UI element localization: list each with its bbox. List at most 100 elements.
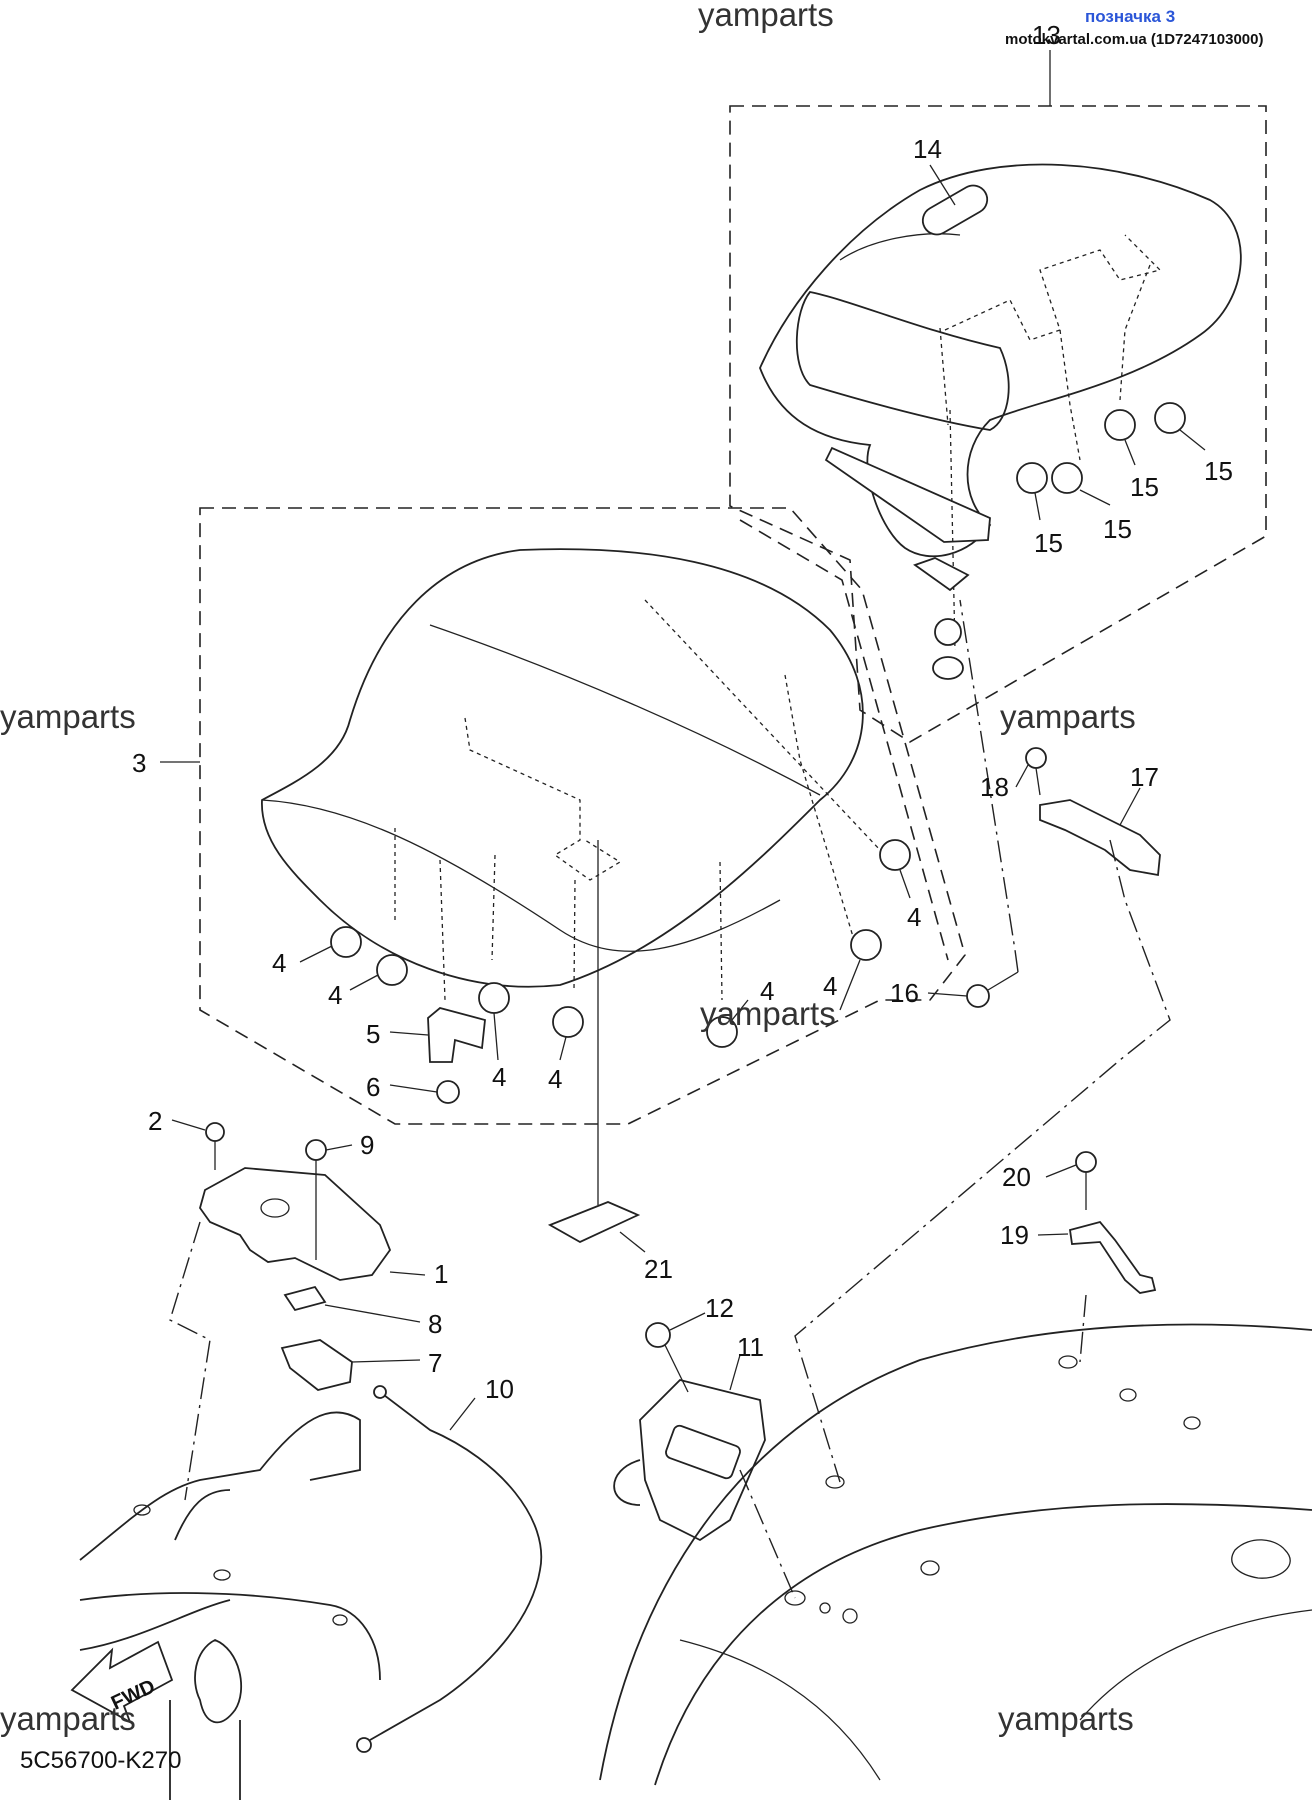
rear-seat-hidden-line-3 bbox=[1059, 329, 1081, 461]
nut-6 bbox=[436, 1080, 460, 1104]
bracket-17 bbox=[1039, 799, 1161, 877]
front-seat-ridge bbox=[429, 624, 821, 796]
callout-4g: 4 bbox=[907, 902, 921, 932]
fwd-arrow-shape bbox=[70, 1640, 174, 1724]
front-seat-body bbox=[261, 548, 864, 988]
leader-8 bbox=[324, 1304, 421, 1323]
fender-inner-curve bbox=[679, 1639, 881, 1781]
leader-9 bbox=[325, 1144, 353, 1151]
leader-12 bbox=[669, 1312, 706, 1331]
frame-hole-1 bbox=[133, 1504, 151, 1516]
frame-rail-2 bbox=[79, 1592, 381, 1681]
leader-15a bbox=[1034, 492, 1041, 521]
callout-14: 14 bbox=[913, 134, 942, 164]
grommet-15c bbox=[1104, 409, 1136, 441]
rear-seat-hidden-line-2 bbox=[1119, 264, 1151, 401]
bracket-5 bbox=[427, 1007, 486, 1063]
lock-plate-1 bbox=[199, 1167, 392, 1281]
assembly-reference-lines bbox=[169, 599, 1171, 1599]
front-seat-hidden-line-7 bbox=[719, 861, 723, 1001]
fender-hole-1 bbox=[1058, 1355, 1078, 1369]
front-seat-hidden-line-5 bbox=[491, 854, 496, 961]
callout-19: 19 bbox=[1000, 1220, 1029, 1250]
callout-1: 1 bbox=[434, 1259, 448, 1289]
callout-21: 21 bbox=[644, 1254, 673, 1284]
bolt-12-head bbox=[645, 1322, 671, 1348]
lock-plate-hole bbox=[260, 1198, 290, 1218]
front-seat-hidden-line-4 bbox=[439, 859, 446, 1001]
leader-20 bbox=[1045, 1164, 1077, 1178]
leader-4g bbox=[899, 869, 911, 899]
bolt-20-head bbox=[1075, 1151, 1097, 1173]
callout-15a: 15 bbox=[1034, 528, 1063, 558]
front-seat-hidden-frame bbox=[464, 717, 622, 881]
seat-lock-plate-group bbox=[199, 1122, 392, 1391]
fender-hole-6 bbox=[784, 1590, 806, 1606]
callout-16: 16 bbox=[890, 978, 919, 1008]
callout-11: 11 bbox=[737, 1332, 764, 1362]
frame-hole-3 bbox=[332, 1614, 348, 1626]
watermark-bottom-left: yamparts bbox=[0, 1700, 136, 1737]
leader-15b bbox=[1079, 489, 1111, 506]
rear-seat-hidden-line-1 bbox=[939, 327, 949, 426]
callout-17: 17 bbox=[1130, 762, 1159, 792]
grommet-15b bbox=[1051, 462, 1083, 494]
callout-4a: 4 bbox=[272, 948, 286, 978]
rear-seat-top-edge bbox=[839, 233, 961, 261]
front-seat-hidden-line-6 bbox=[573, 879, 576, 991]
rear-seat-boundary-inner bbox=[739, 519, 949, 961]
callout-6: 6 bbox=[366, 1072, 380, 1102]
nut-9 bbox=[305, 1139, 327, 1161]
leader-4e bbox=[731, 999, 749, 1021]
leader-10 bbox=[449, 1397, 476, 1431]
frame-hole-2 bbox=[213, 1569, 231, 1581]
header-source: motokvartal.com.ua (1D7247103000) bbox=[1005, 31, 1263, 48]
frame-rail-4 bbox=[174, 1489, 231, 1541]
washer-8 bbox=[283, 1285, 327, 1312]
frame-rail-3 bbox=[79, 1599, 231, 1651]
leader-2 bbox=[171, 1119, 206, 1131]
bolt-16-shaft bbox=[987, 971, 1019, 991]
fender-rib bbox=[1079, 1609, 1312, 1721]
leader-15d bbox=[1179, 429, 1206, 451]
front-seat-side-edge bbox=[261, 799, 781, 952]
fender-hole-7 bbox=[819, 1602, 831, 1614]
cable-10 bbox=[369, 1391, 543, 1741]
rear-fender bbox=[599, 1323, 1312, 1786]
leader-4c bbox=[493, 1012, 499, 1061]
callout-7: 7 bbox=[428, 1348, 442, 1378]
grab-handle bbox=[921, 184, 989, 236]
rear-bracket-plate bbox=[824, 446, 991, 543]
leader-4a bbox=[299, 945, 333, 963]
cable-end-lower bbox=[356, 1737, 372, 1753]
ref-line-bolt-16 bbox=[959, 599, 1019, 973]
front-seat-bracket bbox=[427, 1007, 486, 1104]
rear-bracket-axis bbox=[949, 409, 956, 651]
fender-hole-8 bbox=[842, 1608, 858, 1624]
rear-grommets bbox=[1016, 402, 1186, 494]
rear-collar bbox=[932, 656, 964, 680]
lock-hook bbox=[613, 1459, 641, 1506]
grommet-4f bbox=[850, 929, 882, 961]
callout-12: 12 bbox=[705, 1293, 734, 1323]
callout-4d: 4 bbox=[548, 1064, 562, 1094]
fender-hole-5 bbox=[920, 1560, 940, 1576]
callout-8: 8 bbox=[428, 1309, 442, 1339]
fender-hole-4 bbox=[825, 1475, 845, 1489]
rear-seat-body bbox=[759, 163, 1242, 558]
callout-3: 3 bbox=[132, 748, 146, 778]
grommet-4c bbox=[478, 982, 510, 1014]
grommet-4g bbox=[879, 839, 911, 871]
grommet-15d bbox=[1154, 402, 1186, 434]
bolt-16-head bbox=[966, 984, 990, 1008]
seat-lock-assembly bbox=[613, 1322, 766, 1542]
bracket-19 bbox=[1068, 1220, 1157, 1294]
grommet-15a bbox=[1016, 462, 1048, 494]
header-link[interactable]: позначка 3 bbox=[1085, 7, 1175, 26]
leader-18 bbox=[1015, 764, 1029, 788]
frame-section bbox=[79, 1411, 381, 1800]
leader-17 bbox=[1119, 787, 1141, 826]
leader-16 bbox=[927, 992, 968, 997]
grommet-4d bbox=[552, 1006, 584, 1038]
grommet-4a bbox=[330, 926, 362, 958]
